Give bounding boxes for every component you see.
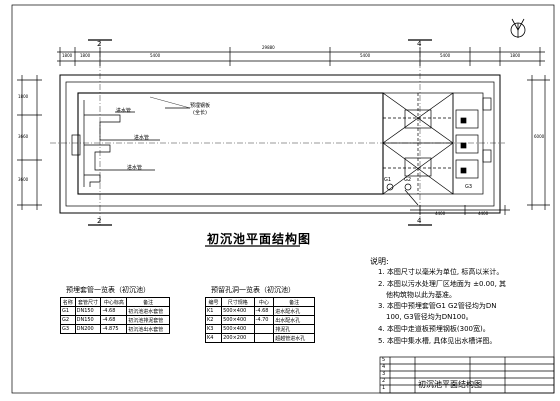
pipe-col-2: 中心标高: [100, 297, 128, 307]
table-row: G3 DN200 -4.875 初沉池出水套管: [60, 324, 170, 334]
hole-cell: 200×200: [221, 333, 255, 343]
pipe-col-3: 备注: [126, 297, 170, 307]
dim-top-5: 5400: [360, 53, 371, 58]
label-embedded-plate: 预埋钢板: [190, 103, 211, 109]
hole-cell: K1: [204, 306, 223, 316]
pipe-cell: G2: [60, 315, 76, 325]
dim-top-3: 5400: [150, 53, 161, 58]
dim-top-6: 5400: [440, 53, 451, 58]
hole-col-3: 备注: [273, 297, 315, 307]
hole-cell: -4.70: [253, 315, 275, 325]
dim-left-2: 3660: [18, 134, 29, 139]
label-full-length: (全长): [193, 110, 207, 116]
notes-heading: 说明:: [370, 257, 389, 266]
table-row: K2 500×400 -4.70 出水配水孔: [204, 315, 315, 325]
hole-cell: 排泥孔: [273, 324, 315, 334]
north-arrow-icon: [510, 18, 526, 38]
section-mark-top-left: 2: [97, 40, 102, 48]
hole-cell: 出水配水孔: [273, 315, 315, 325]
hole-cell: 500×400: [221, 324, 255, 334]
rev-mark: 3: [382, 371, 386, 377]
table-row: K4 200×200 超越管进水孔: [204, 333, 315, 343]
note-item: 4. 本图中走道板预埋钢板(300宽)。: [378, 325, 490, 333]
hole-cell: -4.68: [253, 306, 275, 316]
rev-mark: 5: [382, 357, 386, 363]
pipe-cell: -4.875: [100, 324, 128, 334]
dim-right-1: 6000: [534, 134, 545, 139]
label-inlet-a: 进水管: [116, 108, 132, 114]
label-inlet-c: 进水管: [127, 165, 143, 171]
hole-cell: [253, 333, 275, 343]
section-mark-bottom-right: 4: [417, 217, 422, 225]
label-inlet-b: 进水管: [134, 135, 150, 141]
hole-cell: 进水配水孔: [273, 306, 315, 316]
dim-top-7: 1800: [510, 53, 521, 58]
pipe-cell: DN150: [74, 315, 102, 325]
pipe-table-title: 预埋套管一览表（初沉池）: [66, 286, 150, 294]
table-row: K3 500×400 排泥孔: [204, 324, 315, 334]
hole-col-0: 编号: [204, 297, 223, 307]
hole-cell: 500×400: [221, 306, 255, 316]
note-item: 5. 本图中集水槽, 具体见出水槽详图。: [378, 337, 497, 345]
hole-cell: K3: [204, 324, 223, 334]
hole-col-1: 尺寸规格: [221, 297, 255, 307]
hole-cell: 超越管进水孔: [273, 333, 315, 343]
table-row: G1 DN150 -4.68 初沉池进水套管: [60, 306, 170, 316]
hole-col-2: 中心: [253, 297, 275, 307]
dim-top-2: 1800: [80, 53, 91, 58]
label-g2: G2: [404, 177, 412, 183]
hole-table: 编号 尺寸规格 中心 备注 K1 500×400 -4.68 进水配水孔 K2 …: [204, 297, 315, 343]
pipe-cell: DN150: [74, 306, 102, 316]
note-item: 3. 本图中预埋套管G1 G2管径均为DN: [378, 302, 497, 310]
title-block-drawing-name: 初沉池平面结构图: [418, 380, 482, 389]
pipe-cell: -4.68: [100, 306, 128, 316]
pipe-cell: 初沉池出水套管: [126, 324, 170, 334]
note-item: 1. 本图尺寸以毫米为单位, 标高以米计。: [378, 268, 504, 276]
pipe-cell: G3: [60, 324, 76, 334]
pipe-cell: G1: [60, 306, 76, 316]
rev-mark: 2: [382, 378, 386, 384]
pipe-cell: 初沉池排泥套管: [126, 315, 170, 325]
dim-bottom-2: 4400: [478, 211, 489, 216]
section-mark-top-right: 4: [417, 40, 422, 48]
plan-title: 初沉池平面结构图: [207, 232, 312, 246]
rev-mark: 4: [382, 364, 386, 370]
pipe-col-1: 套管尺寸: [74, 297, 102, 307]
hole-cell: 500×400: [221, 315, 255, 325]
note-item: 他构筑物以此为基准。: [386, 291, 456, 299]
note-item: 100, G3管径均为DN100。: [386, 313, 473, 321]
dim-left-1: 1800: [18, 94, 29, 99]
hole-cell: K2: [204, 315, 223, 325]
rev-mark: 1: [382, 385, 386, 391]
hole-table-title: 预留孔洞一览表（初沉池）: [211, 286, 295, 294]
table-row: G2 DN150 -4.68 初沉池排泥套管: [60, 315, 170, 325]
pipe-col-0: 名称: [60, 297, 76, 307]
pipe-cell: 初沉池进水套管: [126, 306, 170, 316]
pipe-table: 名称 套管尺寸 中心标高 备注 G1 DN150 -4.68 初沉池进水套管 G…: [60, 297, 170, 334]
section-mark-bottom-left: 2: [97, 217, 102, 225]
hole-cell: [253, 324, 275, 334]
dim-left-3: 3600: [18, 177, 29, 182]
sheet-border: [11, 4, 555, 394]
label-g1: G1: [384, 177, 392, 183]
dim-bottom-1: 4400: [435, 211, 446, 216]
pipe-cell: DN200: [74, 324, 102, 334]
dim-overall-length: 29880: [262, 45, 275, 50]
hole-cell: K4: [204, 333, 223, 343]
label-g3: G3: [465, 184, 473, 190]
note-item: 2. 本图以污水处理厂区地面为 ±0.00, 其: [378, 280, 507, 288]
table-row: K1 500×400 -4.68 进水配水孔: [204, 306, 315, 316]
pipe-cell: -4.68: [100, 315, 128, 325]
dim-top-1: 1800: [62, 53, 73, 58]
